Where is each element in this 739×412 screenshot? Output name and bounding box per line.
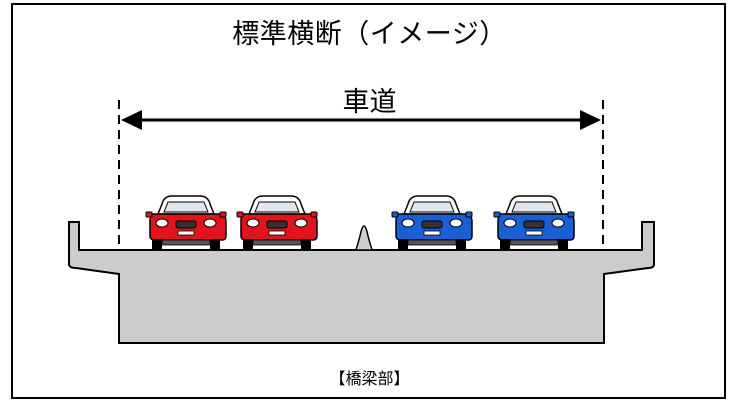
red-car-icon [236,195,318,251]
diagram-title: 標準横断（イメージ） [232,19,507,50]
bridge-deck [68,221,655,344]
bridge-section-caption: 【橋梁部】 [329,369,410,388]
roadway-label: 車道 [342,87,397,118]
blue-car-icon [391,195,473,251]
red-car-icon [145,195,227,251]
blue-car-icon [493,195,575,251]
width-arrow-icon [121,110,601,130]
median-barrier-icon [355,225,373,251]
